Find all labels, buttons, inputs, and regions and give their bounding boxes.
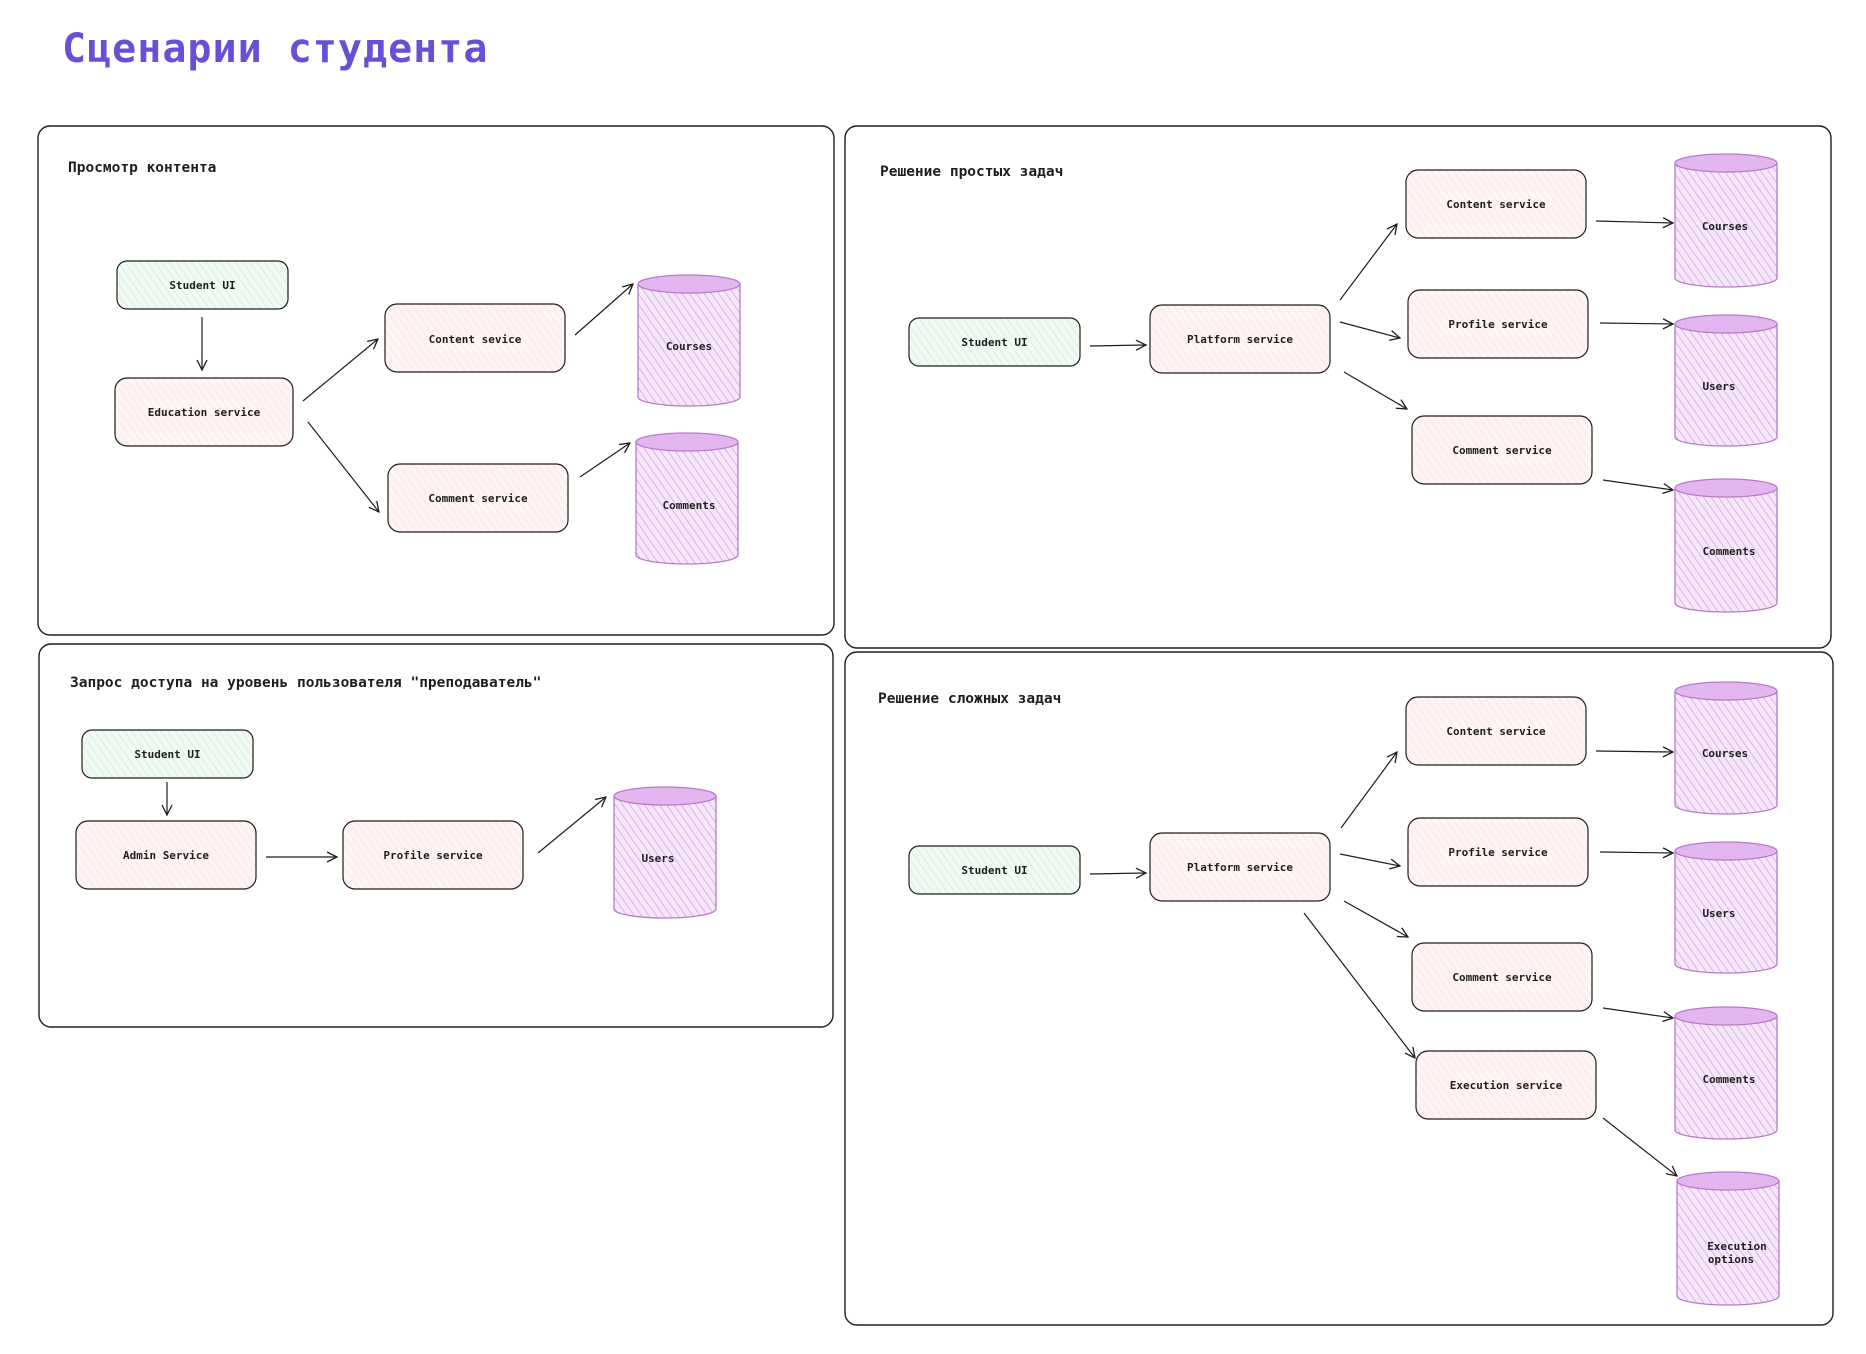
complex-profile-service-node: Profile service [1407, 817, 1589, 887]
view-arrow-education-comment [307, 421, 379, 512]
access-users-label: Users [641, 852, 674, 865]
access-users-db: Users [613, 786, 717, 919]
simple-profile-service-node: Profile service [1407, 289, 1589, 359]
view-arrow-content-courses [574, 284, 633, 336]
view-content-service-node: Content sevice [384, 303, 566, 373]
simple-courses-label: Courses [1702, 220, 1748, 233]
complex-comment-service-label: Comment service [1452, 971, 1552, 984]
complex-content-service-label: Content service [1446, 725, 1546, 738]
complex-arrow-execution-options [1602, 1117, 1677, 1176]
complex-arrow-content-courses [1595, 751, 1673, 752]
simple-courses-db: Courses [1674, 153, 1778, 288]
simple-arrow-comment-comments [1602, 479, 1673, 490]
simple-arrow-profile-users [1599, 323, 1673, 324]
view-comments-label: Comments [663, 499, 716, 512]
complex-execution-options-db: Execution options [1676, 1171, 1780, 1306]
panel-title-view: Просмотр контента [68, 160, 217, 176]
complex-arrow-platform-comment [1343, 900, 1408, 937]
simple-student-ui-label: Student UI [961, 336, 1027, 349]
complex-comments-label: Comments [1703, 1073, 1756, 1086]
view-education-service-label: Education service [148, 406, 261, 419]
complex-arrow-ui-platform [1089, 873, 1146, 874]
panel-title-simple: Решение простых задач [880, 164, 1064, 180]
complex-comment-service-node: Comment service [1411, 942, 1593, 1012]
access-profile-service-label: Profile service [383, 849, 483, 862]
simple-arrow-platform-comment [1343, 371, 1407, 409]
complex-execution-service-node: Execution service [1415, 1050, 1597, 1120]
panel-frame-simple [844, 125, 1832, 649]
view-comments-db: Comments [635, 432, 739, 565]
simple-users-db: Users [1674, 314, 1778, 447]
panel-title-complex: Решение сложных задач [878, 691, 1062, 707]
simple-platform-service-node: Platform service [1149, 304, 1331, 374]
access-student-ui-node: Student UI [81, 729, 254, 779]
complex-comments-db: Comments [1674, 1006, 1778, 1140]
view-arrow-comment-comments [579, 443, 630, 478]
complex-arrow-platform-execution [1303, 912, 1415, 1058]
view-comment-service-node: Comment service [387, 463, 569, 533]
complex-content-service-node: Content service [1405, 696, 1587, 766]
view-student-ui-node: Student UI [116, 260, 289, 310]
complex-arrow-platform-content [1340, 752, 1397, 829]
complex-arrow-comment-comments [1602, 1007, 1673, 1018]
complex-student-ui-node: Student UI [908, 845, 1081, 895]
complex-execution-service-label: Execution service [1450, 1079, 1563, 1092]
panel-title-access: Запрос доступа на уровень пользователя "… [70, 675, 542, 691]
simple-users-label: Users [1702, 380, 1735, 393]
simple-arrow-content-courses [1595, 221, 1673, 223]
complex-courses-label: Courses [1702, 747, 1748, 760]
view-courses-label: Courses [666, 340, 712, 353]
access-admin-service-node: Admin Service [75, 820, 257, 890]
simple-platform-service-label: Platform service [1187, 333, 1293, 346]
simple-student-ui-node: Student UI [908, 317, 1081, 367]
complex-platform-service-node: Platform service [1149, 832, 1331, 902]
simple-arrow-ui-platform [1089, 345, 1146, 346]
complex-execution-options-label-line2: options [1708, 1253, 1754, 1266]
complex-arrow-platform-profile [1339, 853, 1400, 866]
view-comment-service-label: Comment service [428, 492, 528, 505]
simple-comments-db: Comments [1674, 478, 1778, 613]
complex-users-label: Users [1702, 907, 1735, 920]
access-arrow-profile-users [537, 797, 606, 854]
complex-courses-db: Courses [1674, 681, 1778, 815]
access-student-ui-label: Student UI [134, 748, 200, 761]
access-admin-service-label: Admin Service [123, 849, 209, 862]
complex-execution-options-label-line1: Execution [1707, 1240, 1767, 1253]
complex-users-db: Users [1674, 841, 1778, 974]
complex-student-ui-label: Student UI [961, 864, 1027, 877]
simple-comment-service-label: Comment service [1452, 444, 1552, 457]
view-education-service-node: Education service [114, 377, 294, 447]
view-courses-db: Courses [637, 274, 741, 407]
view-arrow-education-content [302, 339, 378, 402]
complex-platform-service-label: Platform service [1187, 861, 1293, 874]
simple-arrow-platform-profile [1339, 321, 1400, 338]
simple-content-service-label: Content service [1446, 198, 1546, 211]
view-content-service-label: Content sevice [429, 333, 522, 346]
simple-profile-service-label: Profile service [1448, 318, 1548, 331]
simple-arrow-platform-content [1339, 224, 1397, 301]
simple-content-service-node: Content service [1405, 169, 1587, 239]
complex-arrow-profile-users [1599, 852, 1673, 853]
complex-profile-service-label: Profile service [1448, 846, 1548, 859]
view-student-ui-label: Student UI [169, 279, 235, 292]
page-title: Сценарии студента [62, 26, 489, 72]
access-profile-service-node: Profile service [342, 820, 524, 890]
panel-frame-view [37, 125, 835, 636]
simple-comments-label: Comments [1703, 545, 1756, 558]
simple-comment-service-node: Comment service [1411, 415, 1593, 485]
panel-frame-complex [844, 651, 1834, 1326]
panel-frame-access [38, 643, 834, 1028]
